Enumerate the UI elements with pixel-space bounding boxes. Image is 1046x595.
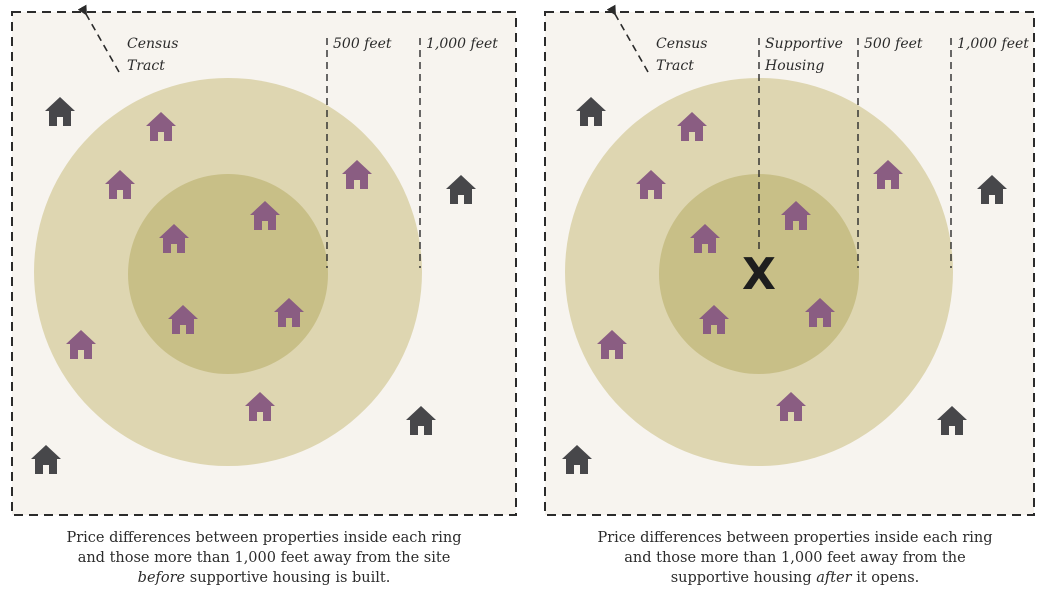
caption-line: Price differences between properties ins…	[597, 530, 993, 546]
caption-line: and those more than 1,000 feet away from…	[77, 550, 451, 566]
ring-500-label: 500 feet	[333, 36, 392, 52]
ring-500-feet	[128, 174, 328, 374]
supportive-housing-site-marker: X	[742, 249, 776, 300]
census-tract-label-line1: Census	[127, 36, 178, 52]
caption-line: before supportive housing is built.	[34, 568, 494, 588]
census-tract-boundary	[544, 11, 1035, 516]
census-tract-label-line2: Tract	[127, 58, 165, 74]
caption-text: supportive housing	[670, 570, 817, 586]
caption-text: it opens.	[851, 570, 920, 586]
ring-1000-label: 1,000 feet	[957, 36, 1029, 52]
caption-line: Price differences between properties ins…	[66, 530, 462, 546]
census-tract-label-line1: Census	[656, 36, 707, 52]
caption-line: supportive housing after it opens.	[565, 568, 1025, 588]
ring-1000-label: 1,000 feet	[426, 36, 498, 52]
caption-emphasis: after	[816, 570, 852, 586]
ring-500-label: 500 feet	[864, 36, 923, 52]
census-tract-label-line2: Tract	[656, 58, 694, 74]
caption-emphasis: before	[137, 570, 186, 586]
supportive-housing-label-line2: Housing	[764, 58, 824, 74]
caption-text: supportive housing is built.	[185, 570, 391, 586]
caption-after: Price differences between properties ins…	[565, 528, 1025, 588]
supportive-housing-label-line1: Supportive	[765, 36, 843, 52]
panel-before: Census Tract 500 feet 1,000 feet	[11, 4, 517, 516]
caption-line: and those more than 1,000 feet away from…	[624, 550, 966, 566]
supportive-housing-diagram: Census Tract 500 feet 1,000 feet	[11, 4, 1035, 516]
census-tract-boundary	[11, 11, 517, 516]
panel-after: Census Tract Supportive Housing 500 feet…	[544, 4, 1035, 516]
caption-before: Price differences between properties ins…	[34, 528, 494, 588]
